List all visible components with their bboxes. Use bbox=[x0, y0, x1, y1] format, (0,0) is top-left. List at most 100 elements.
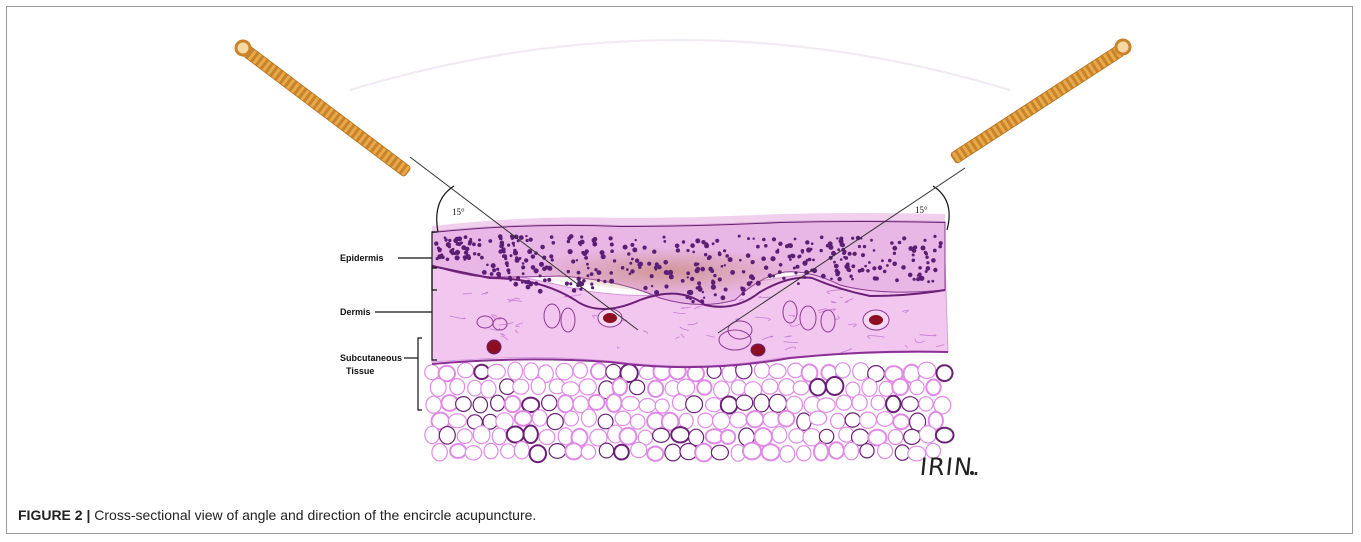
epidermis-cell bbox=[629, 273, 632, 276]
epidermis-cell bbox=[524, 258, 528, 262]
epidermis-cell bbox=[492, 268, 496, 272]
fat-cell bbox=[639, 399, 656, 413]
fat-cell bbox=[721, 430, 735, 444]
epidermis-cell bbox=[472, 242, 476, 246]
fat-cell bbox=[465, 446, 481, 460]
epidermis-cell bbox=[712, 242, 715, 245]
fat-cell bbox=[892, 379, 908, 395]
epidermis-cell bbox=[835, 272, 839, 276]
epidermis-cell bbox=[655, 262, 659, 266]
faint-arc bbox=[350, 40, 1010, 90]
epidermis-cell bbox=[655, 268, 658, 271]
epidermis-cell bbox=[513, 282, 518, 287]
fat-cell bbox=[456, 397, 472, 412]
epidermis-cell bbox=[753, 238, 755, 240]
epidermis-cell bbox=[933, 249, 937, 253]
fat-cell bbox=[697, 380, 711, 395]
epidermis-cell bbox=[718, 252, 722, 256]
fat-cell bbox=[762, 444, 780, 460]
fat-cell bbox=[677, 379, 694, 396]
fat-cell bbox=[871, 395, 885, 410]
epidermis-cell bbox=[713, 274, 716, 277]
fat-cell bbox=[549, 444, 566, 459]
fat-cell bbox=[508, 362, 523, 380]
epidermis-cell bbox=[861, 253, 865, 257]
fat-cell bbox=[501, 444, 515, 459]
fat-cell bbox=[565, 443, 582, 459]
epidermis-cell bbox=[747, 237, 750, 240]
epidermis-cell bbox=[576, 259, 578, 261]
epidermis-cell bbox=[919, 276, 924, 281]
fat-cell bbox=[591, 363, 607, 379]
fat-cell bbox=[530, 445, 546, 462]
figure-number: FIGURE 2 | bbox=[18, 507, 90, 523]
epidermis-cell bbox=[696, 267, 700, 271]
epidermis-cell bbox=[664, 284, 668, 288]
epidermis-cell bbox=[509, 279, 512, 282]
fat-cell bbox=[893, 414, 909, 429]
epidermis-cell bbox=[700, 267, 705, 272]
fat-cell bbox=[671, 427, 689, 442]
epidermis-cell bbox=[711, 285, 716, 290]
epidermis-cell bbox=[875, 277, 879, 281]
epidermis-cell bbox=[908, 246, 913, 251]
fat-cell bbox=[918, 362, 936, 378]
epidermis-cell bbox=[540, 245, 545, 250]
epidermis-cell bbox=[663, 260, 668, 265]
epidermis-cell bbox=[613, 259, 616, 262]
epidermis-cell bbox=[811, 242, 814, 245]
epidermis-cell bbox=[651, 285, 653, 287]
epidermis-cell bbox=[477, 253, 480, 256]
fat-cell bbox=[910, 380, 924, 395]
epidermis-cell bbox=[886, 264, 889, 267]
epidermis-cell bbox=[926, 266, 931, 271]
fat-cell bbox=[779, 379, 795, 396]
fat-cell bbox=[448, 414, 466, 428]
fat-cell bbox=[430, 379, 446, 397]
epidermis-cell bbox=[842, 251, 846, 255]
epidermis-cell bbox=[761, 256, 766, 261]
fat-cell bbox=[730, 412, 747, 428]
epidermis-cell bbox=[531, 265, 536, 270]
fat-cell bbox=[769, 394, 786, 412]
fat-cell bbox=[458, 363, 474, 378]
epidermis-cell bbox=[888, 259, 892, 263]
right-angle-label: 15° bbox=[915, 205, 928, 215]
epidermis-cell bbox=[721, 265, 724, 268]
epidermis-cell bbox=[524, 280, 528, 284]
epidermis-cell bbox=[803, 276, 806, 279]
fat-cell bbox=[581, 409, 596, 427]
epidermis-cell bbox=[446, 258, 450, 262]
epidermis-cell bbox=[812, 259, 815, 262]
epidermis-cell bbox=[820, 236, 824, 240]
fat-cell bbox=[878, 443, 893, 459]
epidermis-cell bbox=[796, 265, 800, 269]
epidermis-cell bbox=[663, 240, 666, 243]
fat-cell bbox=[514, 442, 529, 459]
epidermis-cell bbox=[582, 279, 586, 283]
fat-cell bbox=[531, 378, 545, 395]
epidermis-cell bbox=[580, 235, 583, 238]
epidermis-cell bbox=[585, 249, 589, 253]
fat-cell bbox=[425, 426, 439, 443]
epidermis-cell bbox=[863, 245, 866, 248]
epidermis-cell bbox=[844, 256, 848, 260]
epidermis-cell bbox=[779, 263, 783, 267]
epidermis-cell bbox=[931, 280, 934, 283]
epidermis-cell bbox=[473, 252, 476, 255]
epidermis-cell bbox=[502, 250, 505, 253]
fat-cell bbox=[647, 447, 663, 461]
epidermis-cell bbox=[590, 283, 593, 286]
artist-signature: IRIN. bbox=[919, 453, 983, 481]
epidermis-cell bbox=[457, 242, 461, 246]
epidermis-cell bbox=[703, 297, 705, 299]
fat-cell bbox=[515, 411, 532, 426]
epidermis-cell bbox=[739, 259, 742, 262]
epidermis-cell bbox=[478, 239, 481, 242]
epidermis-cell bbox=[609, 271, 613, 275]
epidermis-cell bbox=[751, 260, 755, 264]
epidermis-cell bbox=[846, 268, 850, 272]
fat-cell bbox=[547, 414, 563, 430]
epidermis-cell bbox=[539, 262, 544, 267]
epidermis-cell bbox=[688, 290, 693, 295]
